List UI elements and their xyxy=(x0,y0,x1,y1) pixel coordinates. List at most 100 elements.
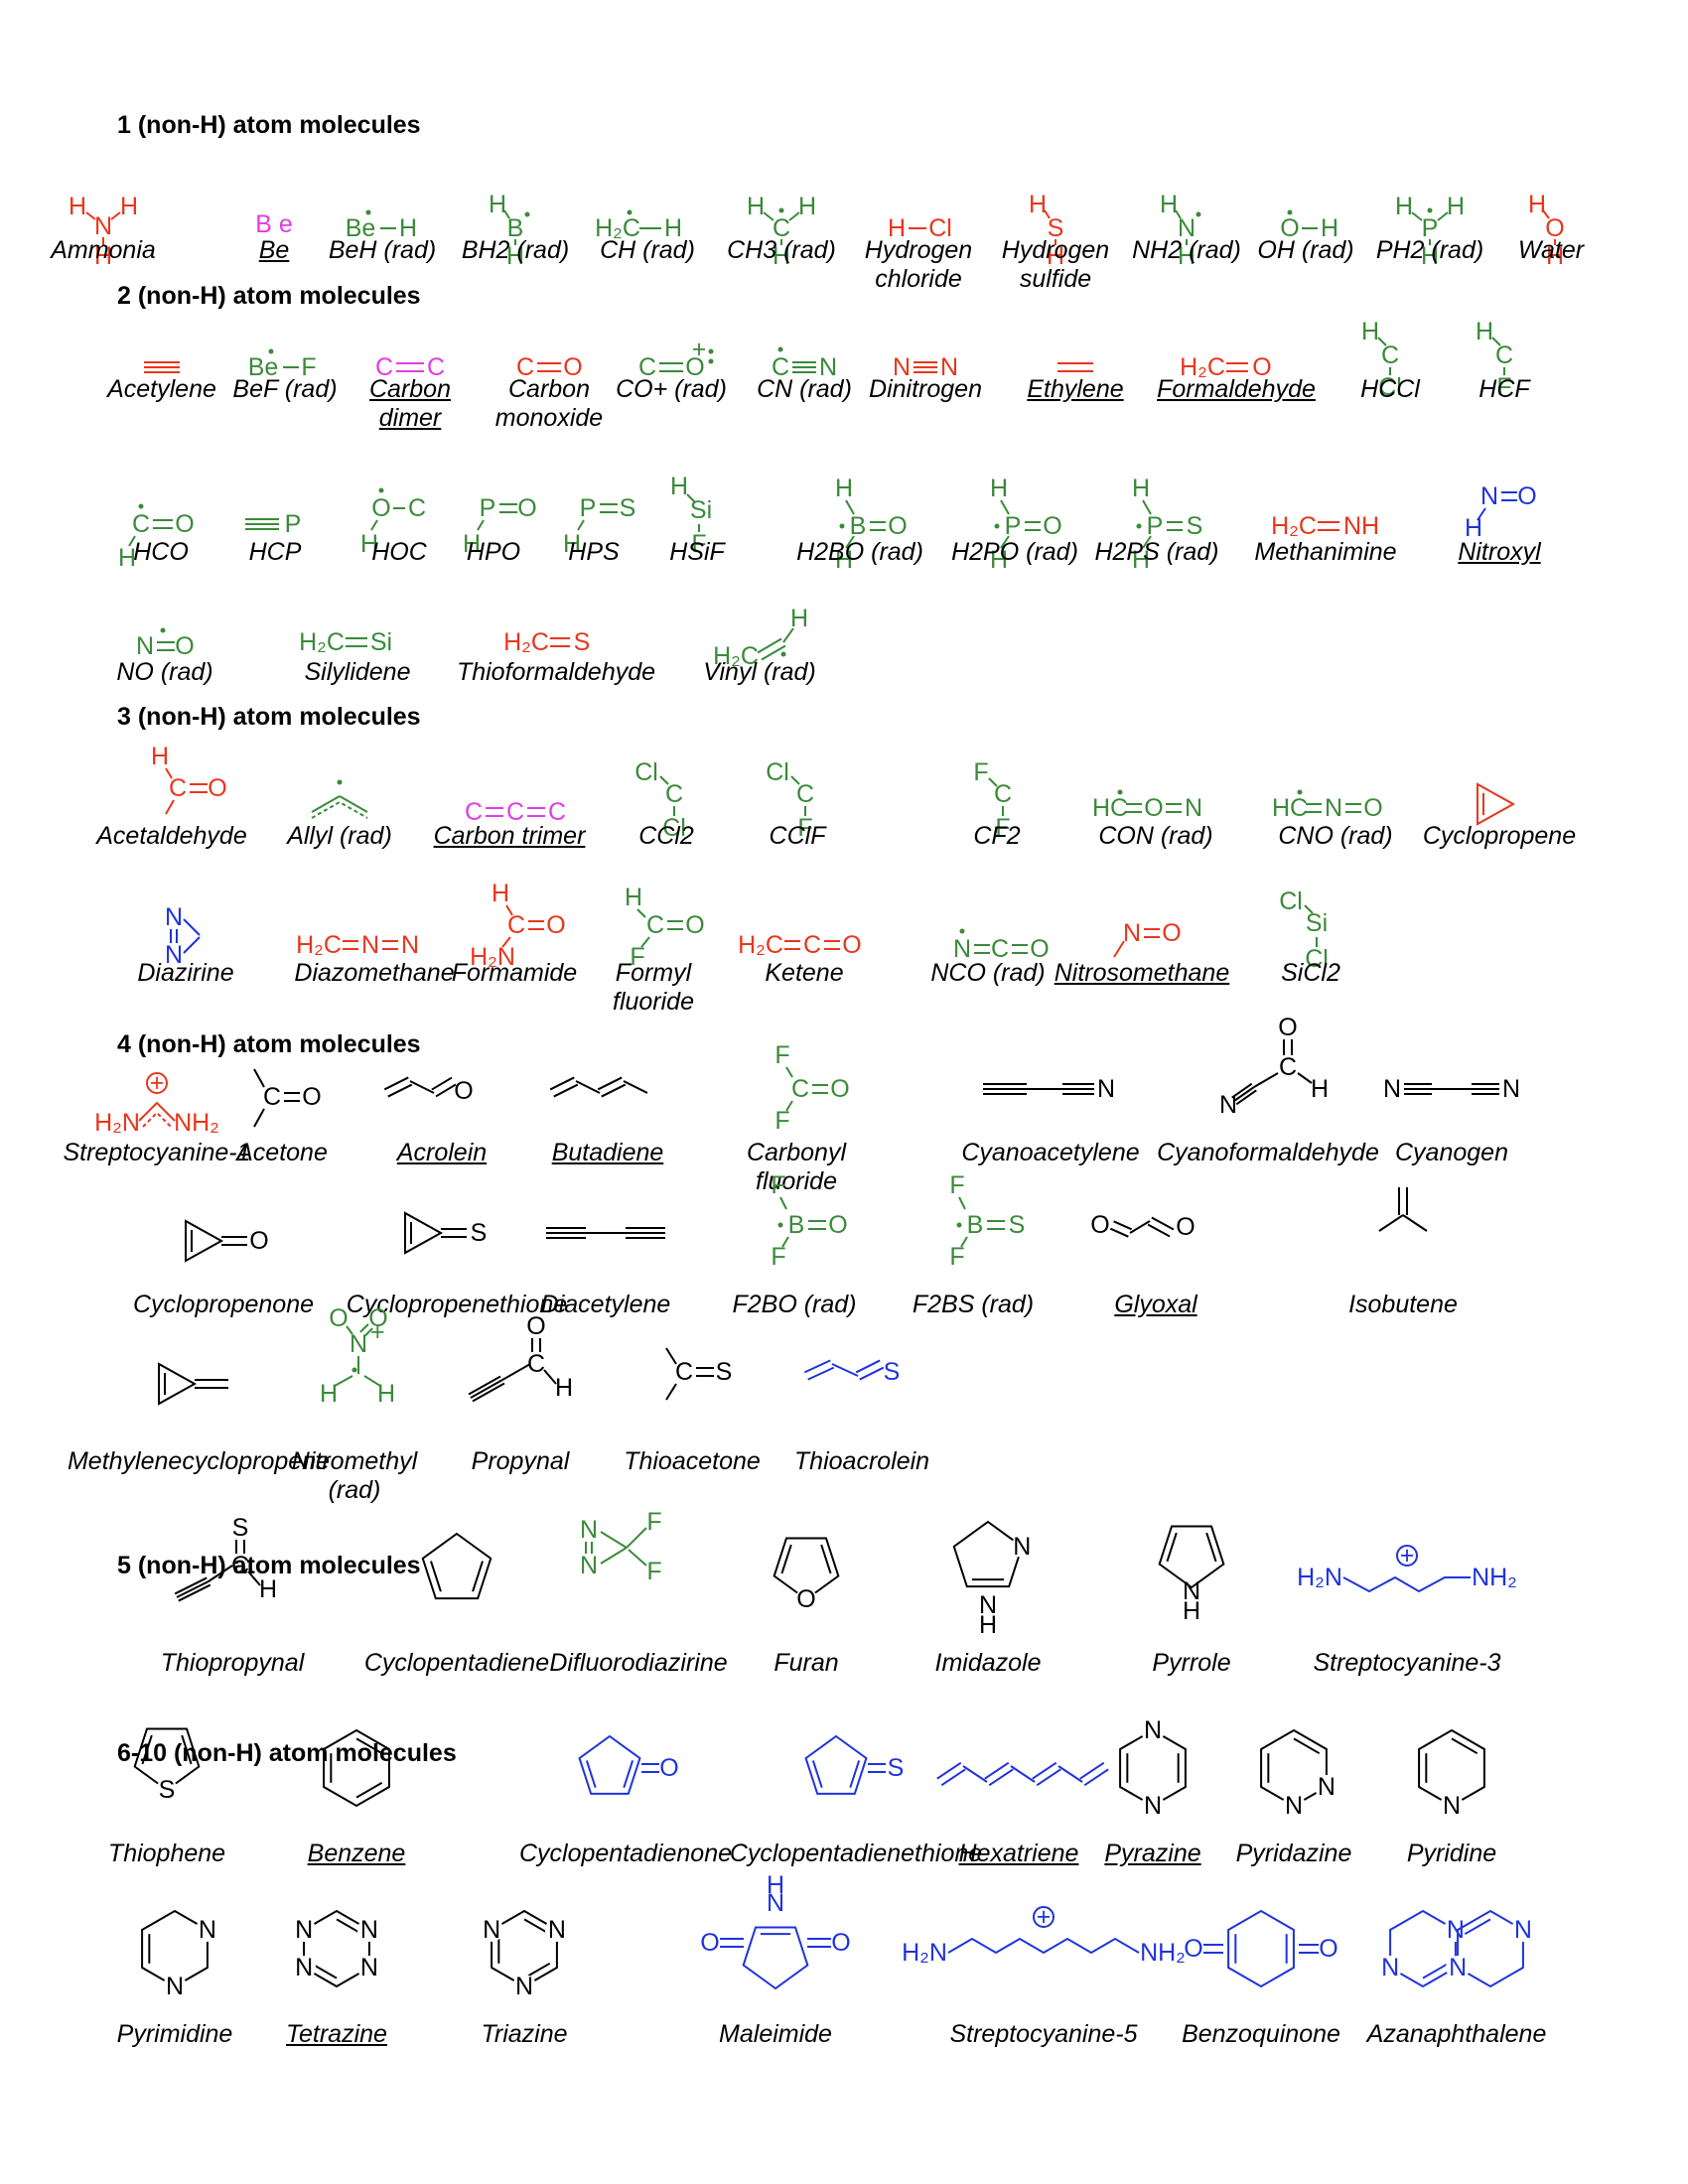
svg-text:+: + xyxy=(692,336,707,363)
caption-nco-rad: NCO (rad) xyxy=(930,959,1046,987)
svg-text:C: C xyxy=(516,353,534,381)
caption-hco: HCO xyxy=(133,538,189,566)
caption-thioformaldehyde: Thioformaldehyde xyxy=(456,658,656,686)
svg-text:H: H xyxy=(1160,191,1178,218)
structure-acrolein: O xyxy=(383,1076,474,1140)
svg-text:P: P xyxy=(1422,214,1439,242)
caption-streptocyanine-3: Streptocyanine-3 xyxy=(1313,1649,1501,1677)
caption-ethylene: Ethylene xyxy=(1027,375,1124,403)
svg-text:+: + xyxy=(150,1069,165,1097)
svg-text:C: C xyxy=(991,935,1009,963)
caption-nh2-rad: NH2 (rad) xyxy=(1132,236,1241,264)
svg-text:O: O xyxy=(175,632,194,660)
svg-text:F: F xyxy=(771,1243,785,1271)
caption-hsif: HSiF xyxy=(669,538,725,566)
svg-text:O: O xyxy=(1144,794,1163,822)
svg-text:+: + xyxy=(1400,1542,1415,1570)
svg-text:C: C xyxy=(994,780,1012,808)
caption-cyclopentadienethione: Cyclopentadienethione xyxy=(729,1840,983,1867)
svg-text:N: N xyxy=(1219,1091,1237,1119)
svg-text:O: O xyxy=(796,1585,815,1613)
svg-text:N: N xyxy=(515,1973,533,2000)
svg-text:H₂C: H₂C xyxy=(503,628,549,656)
caption-diazirine: Diazirine xyxy=(137,959,234,987)
svg-text:H: H xyxy=(118,544,136,572)
caption-acetone: Acetone xyxy=(236,1139,328,1166)
structure-cyclopropenone: O xyxy=(185,1219,269,1292)
svg-text:C: C xyxy=(263,1083,281,1111)
svg-text:C: C xyxy=(427,353,445,381)
caption-propynal: Propynal xyxy=(471,1447,570,1475)
caption-imidazole: Imidazole xyxy=(934,1649,1042,1677)
svg-text:H: H xyxy=(990,546,1008,574)
caption-carbon-trimer: Carbon trimer xyxy=(433,822,586,850)
svg-text:Si: Si xyxy=(690,496,712,524)
structure-furan: O xyxy=(773,1537,840,1650)
caption-cclf: CClF xyxy=(769,822,826,850)
svg-text:O: O xyxy=(329,1304,348,1332)
svg-text:O: O xyxy=(371,494,390,522)
caption-formyl-fluoride: Formyl fluoride xyxy=(613,959,694,1016)
svg-text:N: N xyxy=(1383,1075,1401,1103)
svg-text:S: S xyxy=(888,1754,905,1782)
svg-text:S: S xyxy=(716,1358,733,1386)
svg-text:B: B xyxy=(507,214,524,242)
svg-text:S: S xyxy=(1048,214,1064,242)
svg-text:H: H xyxy=(1183,1597,1200,1625)
svg-text:H: H xyxy=(1421,242,1439,270)
caption-be: Be xyxy=(258,236,290,264)
caption-ch-rad: CH (rad) xyxy=(600,236,695,264)
svg-text:N: N xyxy=(548,1916,566,1944)
svg-text:O: O xyxy=(842,931,861,959)
molecule-butadiene: Butadiene xyxy=(449,980,767,1208)
svg-text:H: H xyxy=(888,214,906,242)
svg-text:N: N xyxy=(819,353,837,381)
svg-text:P: P xyxy=(580,494,597,522)
caption-pyridazine: Pyridazine xyxy=(1235,1840,1352,1867)
svg-text:O: O xyxy=(1176,1213,1195,1241)
svg-text:H: H xyxy=(1178,242,1196,270)
caption-thiopropynal: Thiopropynal xyxy=(160,1649,305,1677)
structure-thiophene: S xyxy=(133,1727,201,1841)
svg-text:Cl: Cl xyxy=(1378,373,1402,401)
